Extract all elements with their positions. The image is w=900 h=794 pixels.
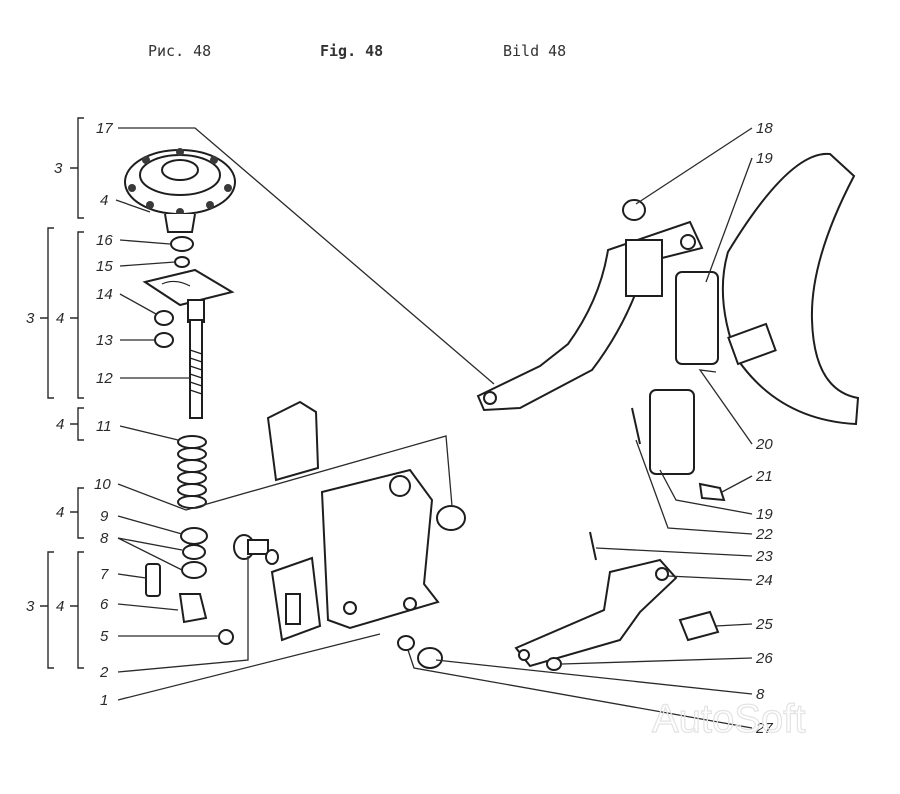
group-label-mid-inner: 4 bbox=[56, 310, 64, 327]
group-label-11: 4 bbox=[56, 416, 64, 433]
part-21-bolt bbox=[698, 482, 726, 502]
callout-11: 11 bbox=[96, 418, 112, 435]
part-nut-upper bbox=[436, 505, 466, 531]
part-23-pin bbox=[589, 531, 597, 561]
callout-9: 9 bbox=[100, 508, 109, 525]
callout-15: 15 bbox=[96, 258, 113, 275]
part-11-spring bbox=[177, 435, 207, 509]
part-24-lever bbox=[514, 558, 678, 668]
callout-20: 20 bbox=[755, 436, 773, 453]
part-5-screw bbox=[218, 629, 234, 645]
part-housing bbox=[124, 148, 236, 233]
part-plate bbox=[142, 268, 235, 307]
caption-en: Fig. 48 bbox=[320, 42, 384, 60]
part-8-washer bbox=[182, 544, 206, 560]
part-15-washer bbox=[174, 256, 190, 268]
callout-18: 18 bbox=[756, 120, 773, 137]
watermark: AutoSoft bbox=[652, 697, 805, 741]
callout-26: 26 bbox=[755, 650, 773, 667]
callout-17: 17 bbox=[96, 120, 113, 137]
callout-10: 10 bbox=[94, 476, 111, 493]
callout-22: 22 bbox=[755, 526, 773, 543]
part-25-plug bbox=[678, 610, 720, 642]
part-plate-upper bbox=[266, 400, 320, 482]
part-13-nut bbox=[154, 332, 174, 348]
group-label-mid-outer: 3 bbox=[26, 310, 35, 327]
callout-4: 4 bbox=[100, 192, 108, 209]
group-label-top: 3 bbox=[54, 160, 63, 177]
callout-2: 2 bbox=[99, 664, 109, 681]
part-16-nut bbox=[170, 236, 194, 252]
part-14-nut bbox=[154, 310, 174, 326]
part-20-shoe bbox=[649, 389, 695, 475]
caption-de: Bild 48 bbox=[503, 42, 567, 60]
callout-8: 8 bbox=[100, 530, 109, 547]
callout-27: 27 bbox=[755, 720, 773, 737]
caption-ru: Рис. 48 bbox=[148, 42, 212, 60]
callout-7: 7 bbox=[100, 566, 109, 583]
callout-8-lower: 8 bbox=[756, 686, 765, 703]
group-label-9: 4 bbox=[56, 504, 64, 521]
part-arm-block bbox=[625, 239, 663, 297]
callout-12: 12 bbox=[96, 370, 113, 387]
callout-25: 25 bbox=[755, 616, 773, 633]
part-18-nut bbox=[622, 199, 646, 221]
callout-1: 1 bbox=[100, 692, 108, 709]
callout-23: 23 bbox=[755, 548, 773, 565]
group-brackets bbox=[40, 117, 84, 669]
callout-19-bottom: 19 bbox=[756, 506, 773, 523]
callout-6: 6 bbox=[100, 596, 109, 613]
leader-lines bbox=[115, 127, 753, 729]
part-22-pin bbox=[631, 407, 641, 445]
part-19-bracket bbox=[675, 271, 719, 365]
part-17-arm bbox=[476, 220, 704, 412]
callout-21: 21 bbox=[755, 468, 773, 485]
callout-13: 13 bbox=[96, 332, 113, 349]
part-quadrant bbox=[721, 152, 860, 426]
callout-19-top: 19 bbox=[756, 150, 773, 167]
part-1-lever bbox=[320, 468, 440, 630]
part-6-block bbox=[178, 593, 208, 624]
part-2-pin bbox=[233, 534, 279, 565]
part-8-nut bbox=[181, 561, 207, 579]
callout-24: 24 bbox=[755, 572, 773, 589]
part-9-washer bbox=[180, 527, 208, 545]
part-26-bush bbox=[546, 657, 562, 671]
part-27-nut bbox=[397, 635, 415, 651]
callout-14: 14 bbox=[96, 286, 113, 303]
group-label-low-inner: 4 bbox=[56, 598, 64, 615]
part-7-key bbox=[145, 563, 161, 597]
callout-5: 5 bbox=[100, 628, 109, 645]
part-8-nut-lower bbox=[417, 647, 443, 669]
group-label-low-outer: 3 bbox=[26, 598, 35, 615]
callout-16: 16 bbox=[96, 232, 113, 249]
